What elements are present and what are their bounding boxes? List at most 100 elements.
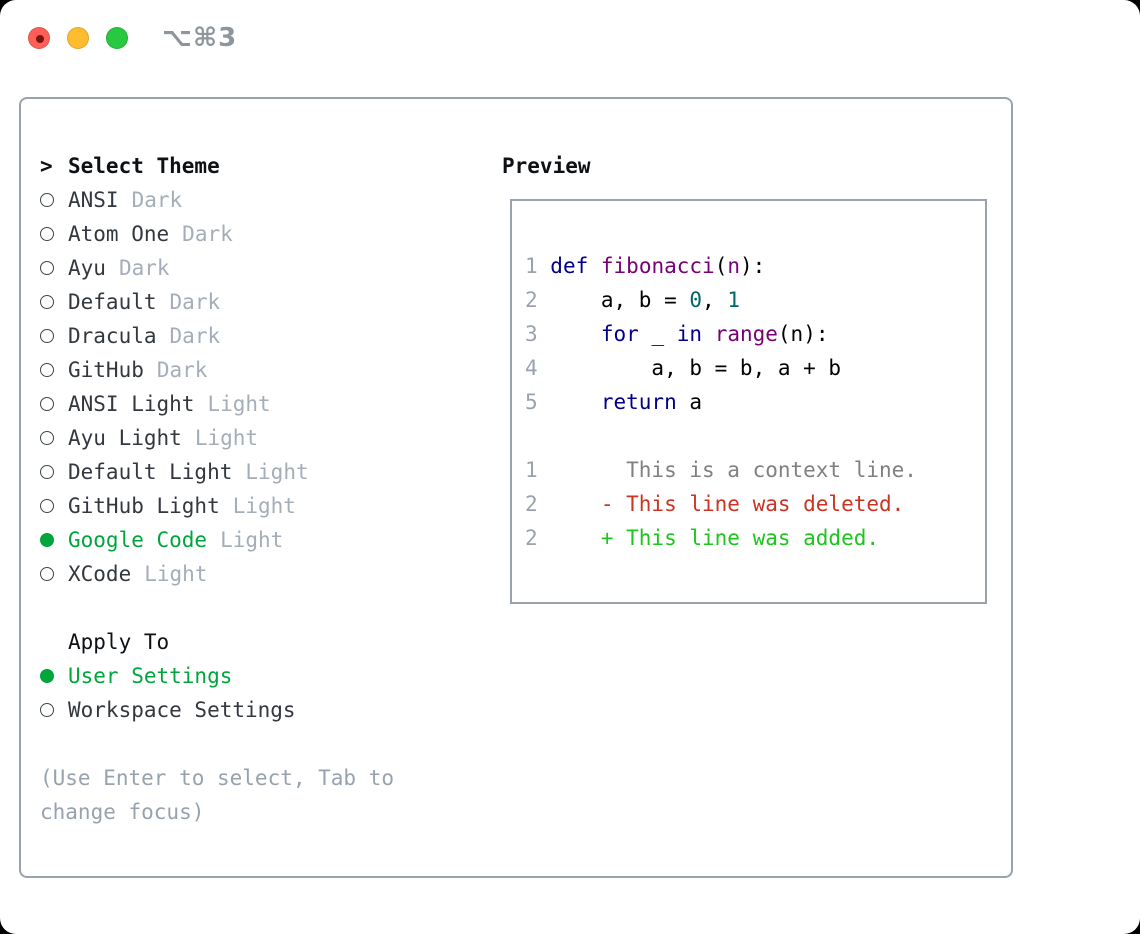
line-number: 5 (525, 390, 538, 414)
theme-name: ANSI Light (68, 392, 195, 416)
code-line: 3 for _ in range(n): (525, 317, 977, 351)
code-token: a, b = (537, 288, 690, 312)
theme-name: Default Light (68, 460, 233, 484)
theme-option-default[interactable]: Default Dark (40, 285, 502, 319)
code-token: a (676, 390, 703, 414)
code-token (538, 322, 601, 346)
theme-option-google-code[interactable]: Google Code Light (40, 523, 502, 557)
code-line: 5 return a (525, 385, 977, 419)
code-token: def (550, 254, 589, 278)
code-token: fibonacci (600, 254, 715, 278)
theme-name: GitHub (68, 358, 144, 382)
apply-option-workspace-settings[interactable]: Workspace Settings (40, 693, 502, 727)
theme-option-github[interactable]: GitHub Dark (40, 353, 502, 387)
code-token (702, 322, 715, 346)
theme-option-dracula[interactable]: Dracula Dark (40, 319, 502, 353)
code-line: 1 def fibonacci(n): (525, 249, 977, 283)
theme-variant-badge: Dark (169, 324, 221, 348)
code-line: 4 a, b = b, a + b (525, 351, 977, 385)
apply-option-label: Workspace Settings (68, 698, 296, 722)
radio-unselected-icon (40, 431, 68, 445)
line-number: 1 (525, 254, 538, 278)
code-token: _ (638, 322, 677, 346)
theme-variant-badge: Dark (182, 222, 233, 246)
theme-option-default-light[interactable]: Default Light Light (40, 455, 502, 489)
select-theme-header: > Select Theme (40, 149, 502, 183)
code-token (538, 390, 601, 414)
code-token: return (600, 390, 677, 414)
code-token: , (702, 288, 728, 312)
diff-text: + This line was added. (537, 526, 880, 550)
code-token: ): (740, 254, 766, 278)
radio-unselected-icon (40, 261, 68, 275)
radio-unselected-icon (40, 567, 68, 581)
radio-unselected-icon (40, 295, 68, 309)
line-number: 2 (525, 288, 538, 312)
diff-line-del: 2 - This line was deleted. (525, 487, 977, 521)
hint-text: (Use Enter to select, Tab to change focu… (40, 766, 395, 824)
code-token: n (727, 254, 740, 278)
code-token (588, 254, 601, 278)
code-token (538, 254, 551, 278)
diff-line-ctx: 1 This is a context line. (525, 453, 977, 487)
theme-variant-badge: Light (144, 562, 208, 586)
theme-name: Google Code (68, 528, 208, 552)
apply-to-header: Apply To (40, 625, 502, 659)
radio-unselected-icon (40, 363, 68, 377)
theme-variant-badge: Dark (118, 256, 170, 280)
line-number: 3 (525, 322, 538, 346)
line-number: 2 (525, 492, 538, 516)
code-token: 1 (727, 288, 740, 312)
select-theme-title: Select Theme (68, 154, 220, 178)
close-button-dot-icon (35, 34, 44, 43)
theme-variant-badge: Light (220, 528, 284, 552)
prompt-caret-icon: > (40, 154, 53, 178)
line-number: 2 (525, 526, 538, 550)
theme-option-atom-one[interactable]: Atom One Dark (40, 217, 502, 251)
code-line: 2 a, b = 0, 1 (525, 283, 977, 317)
minimize-button[interactable] (67, 27, 89, 49)
diff-text: - This line was deleted. (537, 492, 905, 516)
titlebar: ⌥⌘3 (0, 0, 1140, 76)
code-token: ( (714, 254, 728, 278)
radio-unselected-icon (40, 227, 68, 241)
theme-variant-badge: Light (245, 460, 309, 484)
theme-option-ansi[interactable]: ANSI Dark (40, 183, 502, 217)
radio-unselected-icon (40, 499, 68, 513)
theme-variant-badge: Dark (169, 290, 221, 314)
radio-selected-icon (40, 669, 68, 683)
theme-name: Default (68, 290, 157, 314)
zoom-button[interactable] (106, 27, 128, 49)
diff-sample: 1 This is a context line.2 - This line w… (525, 453, 977, 555)
radio-selected-icon (40, 533, 68, 547)
blank-line (525, 419, 977, 453)
apply-to-title: Apply To (68, 630, 170, 654)
code-token: for (600, 322, 639, 346)
theme-variant-badge: Light (232, 494, 296, 518)
theme-name: Dracula (68, 324, 157, 348)
theme-variant-badge: Dark (156, 358, 208, 382)
theme-variant-badge: Dark (131, 188, 183, 212)
close-button[interactable] (28, 27, 50, 49)
theme-name: ANSI (68, 188, 119, 212)
radio-unselected-icon (40, 193, 68, 207)
theme-name: Atom One (68, 222, 170, 246)
radio-unselected-icon (40, 703, 68, 717)
apply-option-user-settings[interactable]: User Settings (40, 659, 502, 693)
code-token: 0 (689, 288, 703, 312)
code-token: in (676, 322, 703, 346)
code-token: a, b = b, a + b (537, 356, 842, 380)
radio-unselected-icon (40, 397, 68, 411)
line-number: 4 (525, 356, 538, 380)
radio-unselected-icon (40, 329, 68, 343)
